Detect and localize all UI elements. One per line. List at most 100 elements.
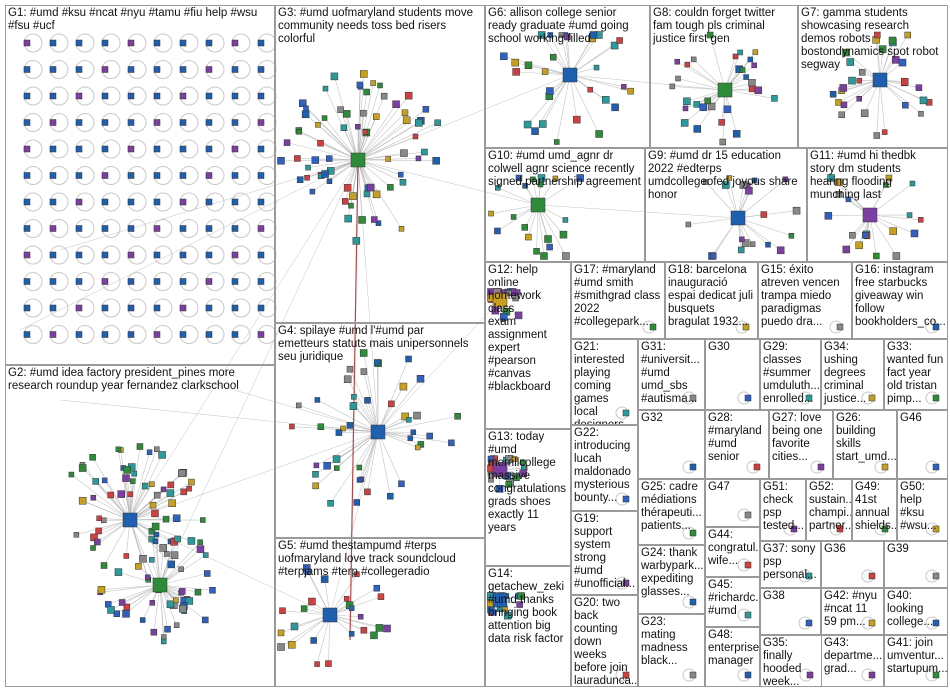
graph-node	[525, 233, 532, 241]
graph-node	[739, 67, 746, 73]
graph-edge	[357, 82, 374, 161]
graph-node	[377, 82, 383, 89]
graph-node	[23, 92, 31, 100]
graph-node	[511, 456, 518, 462]
graph-edge	[869, 214, 915, 234]
graph-node	[257, 39, 265, 47]
graph-node	[257, 92, 265, 100]
graph-node	[294, 155, 301, 162]
graph-node	[827, 174, 835, 182]
group-panel-g21: G21: interested playing coming games loc…	[571, 339, 638, 425]
graph-node	[153, 39, 161, 47]
graph-node	[360, 70, 368, 78]
graph-edge	[159, 584, 213, 591]
graph-node	[314, 397, 321, 403]
graph-node	[49, 145, 57, 153]
graph-node	[340, 425, 346, 432]
graph-node	[492, 462, 508, 478]
graph-edge	[377, 431, 402, 484]
graph-node	[78, 496, 87, 505]
graph-node	[836, 525, 844, 533]
group-panel-g9: G9: #umd dr 15 education 2022 #edterps u…	[645, 148, 807, 262]
graph-node	[75, 119, 83, 126]
graph-node	[932, 619, 940, 627]
graph-node	[49, 304, 57, 312]
graph-node	[23, 66, 31, 73]
graph-edge	[298, 131, 359, 161]
graph-node	[299, 99, 307, 107]
graph-edge	[357, 85, 381, 161]
graph-node	[910, 229, 919, 238]
graph-node	[878, 45, 887, 53]
graph-node	[354, 571, 360, 577]
graph-node	[398, 226, 405, 232]
graph-node	[732, 53, 739, 60]
graph-edge	[330, 431, 379, 504]
group-panel-g18: G18: barcelona inauguració espai dedicat…	[665, 262, 758, 339]
graph-node	[73, 532, 80, 538]
group-panel-g38: G38	[760, 588, 821, 635]
graph-node	[495, 485, 504, 493]
graph-node	[722, 181, 730, 189]
graph-node	[197, 539, 203, 545]
graph-edge	[280, 614, 331, 634]
graph-node	[500, 52, 508, 61]
graph-node	[539, 120, 547, 128]
graph-node	[75, 304, 83, 312]
graph-node	[689, 671, 697, 679]
graph-node	[332, 455, 341, 463]
group-panel-g47: G47	[705, 479, 760, 527]
graph-node	[323, 462, 331, 470]
graph-node	[330, 72, 339, 81]
group-label: G44: congratul... wife...	[708, 529, 760, 567]
group-label: G1: #umd #ksu #ncat #nyu #tamu #fiu help…	[8, 7, 258, 32]
graph-node	[127, 278, 135, 285]
graph-node	[326, 178, 333, 184]
graph-node	[23, 39, 31, 47]
graph-node	[726, 175, 732, 181]
graph-node	[533, 248, 540, 255]
graph-node	[23, 225, 31, 232]
graph-edge	[286, 142, 359, 161]
graph-node	[684, 61, 691, 68]
graph-node	[842, 245, 851, 254]
graph-node	[205, 39, 213, 47]
graph-node	[231, 39, 239, 47]
graph-node	[135, 563, 142, 570]
graph-node	[744, 561, 752, 569]
graph-node	[909, 180, 916, 187]
graph-node	[231, 278, 239, 285]
graph-node	[873, 252, 880, 260]
graph-node	[836, 323, 844, 331]
graph-node	[320, 575, 329, 583]
graph-node	[360, 368, 368, 375]
graph-node	[173, 597, 179, 603]
graph-node	[321, 170, 329, 178]
graph-node	[919, 96, 928, 105]
graph-node	[101, 225, 109, 232]
graph-node	[550, 53, 557, 61]
graph-node	[322, 85, 329, 92]
graph-node	[90, 533, 98, 542]
group-panel-g33: G33: wanted fun fact year old tristan pi…	[884, 339, 948, 410]
graph-node	[353, 499, 360, 506]
group-label: G17: #maryland #umd smith #smithgrad cla…	[574, 264, 661, 328]
graph-node	[257, 145, 265, 153]
graph-node	[387, 184, 394, 191]
graph-node	[589, 31, 598, 39]
graph-node	[564, 33, 571, 41]
group-panel-g40: G40: looking college...	[884, 588, 948, 635]
graph-edge	[118, 449, 131, 521]
graph-node	[747, 56, 754, 63]
graph-node	[868, 394, 876, 402]
graph-node	[343, 110, 351, 118]
graph-node	[874, 31, 881, 39]
graph-node	[601, 96, 610, 104]
graph-node	[205, 198, 213, 206]
graph-node	[422, 106, 430, 113]
graph-node	[153, 331, 161, 338]
graph-node	[144, 574, 151, 581]
graph-node	[917, 217, 924, 223]
graph-node	[101, 92, 109, 100]
graph-edge	[357, 151, 425, 161]
